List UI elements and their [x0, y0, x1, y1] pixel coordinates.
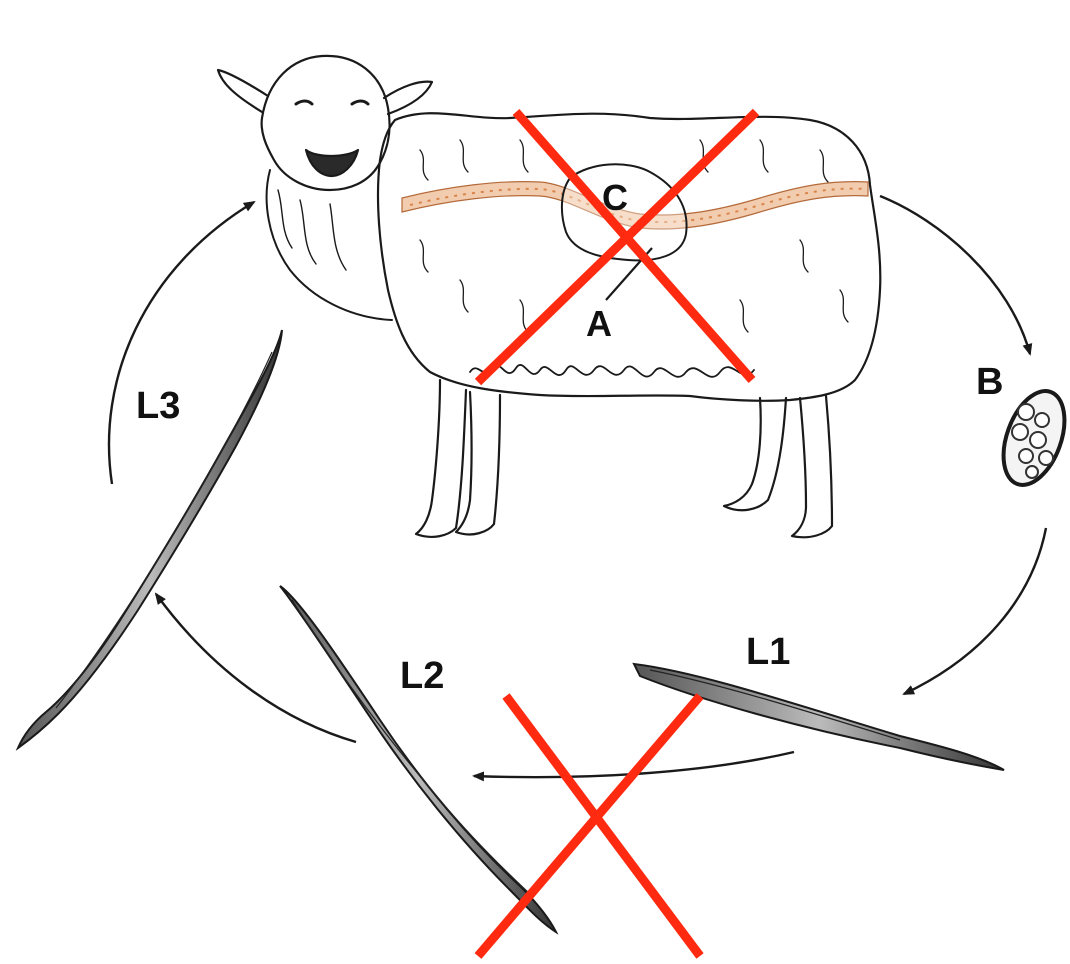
- arrow-egg-to-l1: [904, 528, 1046, 694]
- arrow-l2-to-l3: [156, 594, 356, 742]
- sheep-illustration: [218, 56, 880, 537]
- cross-mark-stomach: [478, 112, 756, 382]
- label-a: A: [586, 303, 612, 344]
- label-l1: L1: [746, 631, 790, 673]
- larva-l2: [280, 586, 556, 932]
- larva-l1: [634, 664, 1004, 770]
- label-l3: L3: [136, 385, 180, 427]
- cross-mark-l1-to-l2: [478, 696, 700, 956]
- arrow-sheep-to-egg: [880, 196, 1030, 354]
- label-b: B: [976, 361, 1003, 403]
- egg-illustration: [992, 383, 1070, 494]
- label-l2: L2: [400, 655, 444, 697]
